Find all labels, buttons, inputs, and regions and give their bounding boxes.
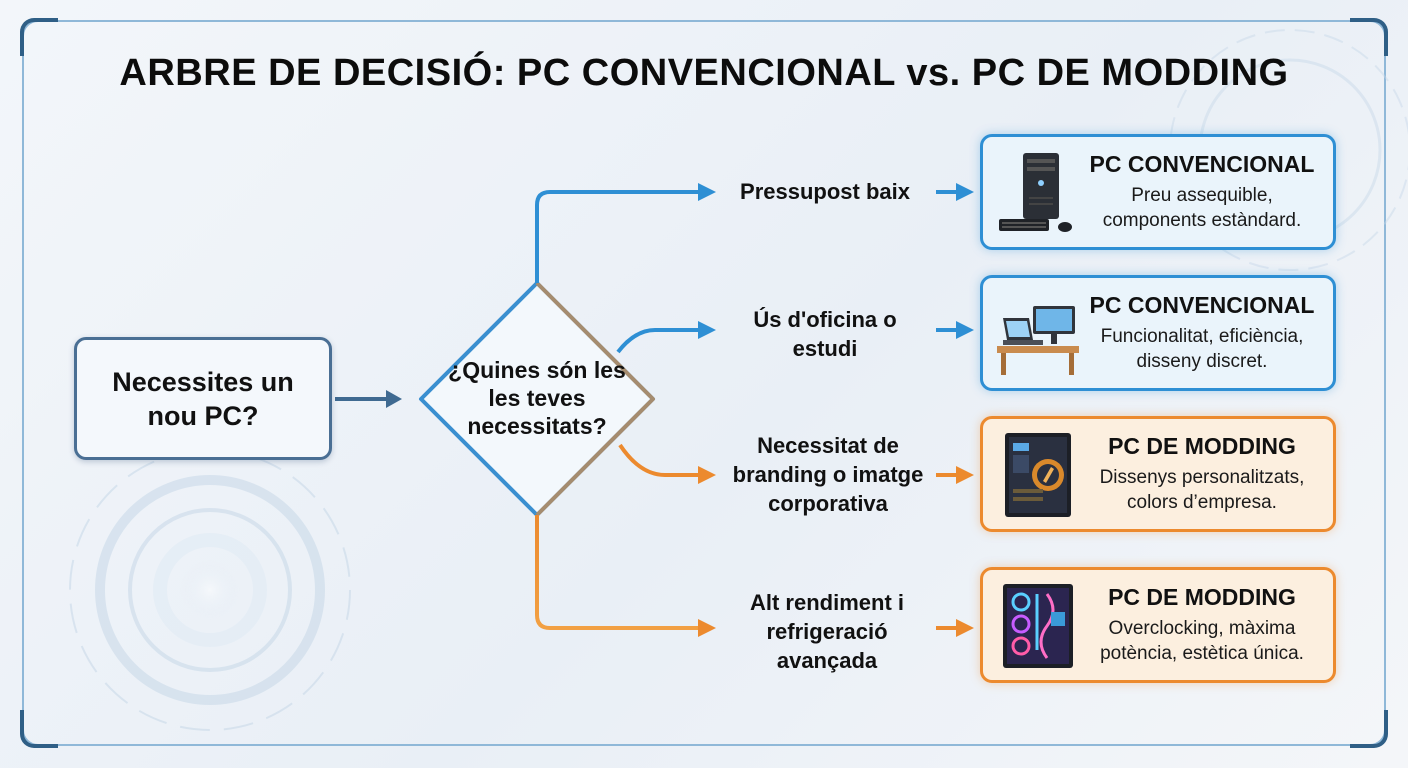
branch-label-office: Ús d'oficina o estudi [753,307,897,361]
result-card-title: PC DE MODDING [1108,584,1296,610]
frame-corner [20,710,58,748]
result-card-modding-branding: PC DE MODDING Dissenys personalitzats, c… [980,416,1336,532]
start-node: Necessites un nou PC? [74,337,332,460]
outer-frame [22,20,1386,746]
desktop-tower-icon [999,153,1072,232]
result-card-title: PC CONVENCIONAL [1089,292,1315,318]
result-card-description: Overclocking, màxima potència, estètica … [1100,618,1304,664]
result-card-description: Dissenys personalitzats, colors d’empres… [1099,467,1305,513]
frame-corner [20,18,58,56]
result-card-conventional-office: PC CONVENCIONAL Funcionalitat, eficiènci… [980,275,1336,391]
liquid-cooled-case-icon [1003,584,1073,668]
frame-corner [1350,710,1388,748]
office-desk-icon [997,306,1079,375]
branch-label-branding: Necessitat de branding o imatge corporat… [732,433,924,516]
result-card-title: PC DE MODDING [1108,433,1296,459]
decision-node-text: ¿Quines són les les teves necessitats? [448,357,626,439]
frame-corner [1350,18,1388,56]
result-card-title: PC CONVENCIONAL [1089,151,1315,177]
result-card-description: Funcionalitat, eficiència, disseny discr… [1100,326,1304,372]
branch-label-budget: Pressupost baix [740,179,910,204]
result-card-modding-performance: PC DE MODDING Overclocking, màxima potèn… [980,567,1336,683]
result-card-conventional-budget: PC CONVENCIONAL Preu assequible, compone… [980,134,1336,250]
result-card-description: Preu assequible, components estàndard. [1102,185,1302,231]
page-title: ARBRE DE DECISIÓ: PC CONVENCIONAL vs. PC… [119,52,1289,94]
branch-label-performance: Alt rendiment i refrigeració avançada [749,590,904,673]
start-node-text: Necessites un nou PC? [112,366,294,431]
branded-case-icon [1005,433,1071,517]
